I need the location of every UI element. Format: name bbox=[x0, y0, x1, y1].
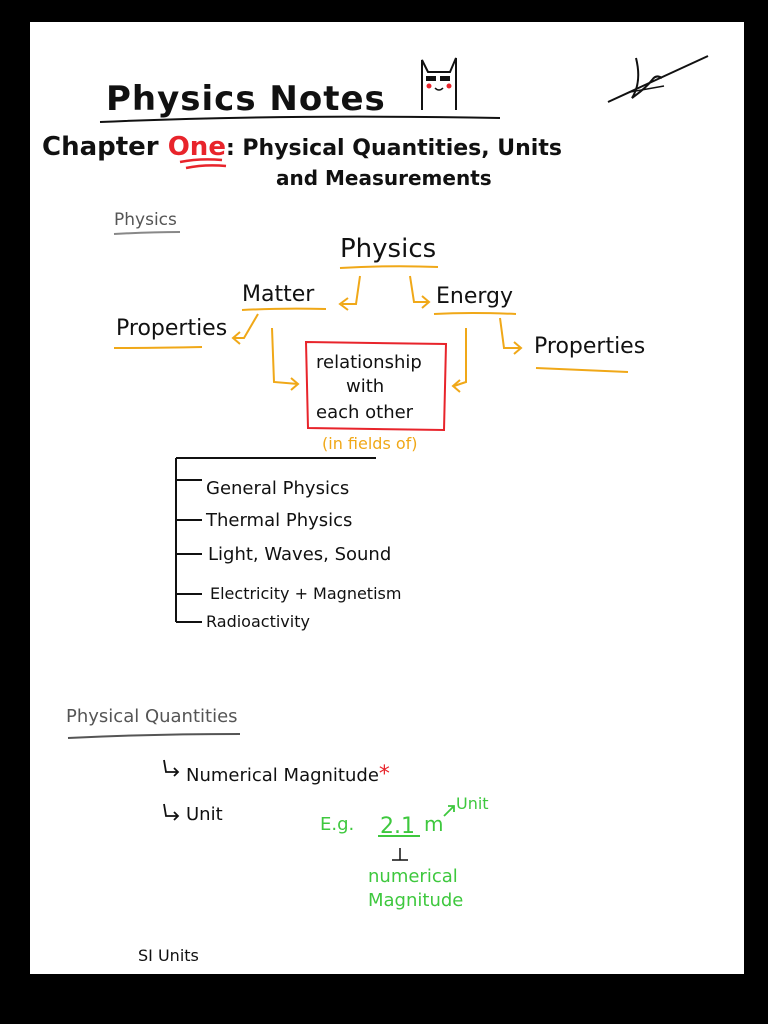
quantity-item-label: Numerical Magnitude bbox=[186, 765, 379, 786]
asterisk-mark: * bbox=[378, 762, 390, 787]
example-unit: m bbox=[424, 812, 444, 836]
box-line-2: with bbox=[346, 376, 385, 397]
unit-annotation: Unit bbox=[456, 794, 489, 813]
si-units-heading: SI Units bbox=[138, 946, 199, 965]
field-item: Light, Waves, Sound bbox=[208, 544, 392, 565]
quantity-item: Unit bbox=[186, 804, 223, 825]
quantity-item: Numerical Magnitude* bbox=[186, 764, 390, 786]
field-item: Electricity + Magnetism bbox=[210, 584, 402, 603]
cat-doodle-icon bbox=[421, 57, 457, 110]
chapter-suffix: : Physical Quantities, Units bbox=[225, 136, 562, 161]
box-line-1: relationship bbox=[316, 352, 422, 373]
matter-label: Matter bbox=[242, 282, 315, 307]
energy-label: Energy bbox=[436, 284, 514, 309]
field-item: General Physics bbox=[206, 478, 350, 499]
chapter-line2: and Measurements bbox=[276, 166, 492, 190]
chapter-word: One bbox=[167, 132, 226, 162]
field-item: Thermal Physics bbox=[206, 510, 353, 531]
chapter-prefix: Chapter bbox=[42, 132, 159, 162]
chapter-heading: Chapter One: Physical Quantities, Units bbox=[42, 134, 562, 160]
section-heading-quantities: Physical Quantities bbox=[66, 706, 238, 727]
example-prefix: E.g. bbox=[320, 814, 355, 835]
properties-right-label: Properties bbox=[534, 334, 646, 359]
fields-note: (in fields of) bbox=[322, 434, 418, 453]
example-value: 2.1 bbox=[380, 814, 415, 839]
magnitude-annotation-line2: Magnitude bbox=[368, 890, 464, 911]
section-heading-physics: Physics bbox=[114, 210, 177, 230]
box-line-3: each other bbox=[316, 402, 414, 423]
annotation-strokes bbox=[67, 115, 629, 861]
properties-left-label: Properties bbox=[116, 316, 228, 341]
page-title: Physics Notes bbox=[106, 79, 386, 119]
field-item: Radioactivity bbox=[206, 612, 310, 631]
signature-icon bbox=[607, 55, 709, 103]
physics-center-label: Physics bbox=[340, 234, 437, 264]
magnitude-annotation-line1: numerical bbox=[368, 866, 458, 887]
notes-page: Physics Notes bbox=[30, 22, 744, 974]
